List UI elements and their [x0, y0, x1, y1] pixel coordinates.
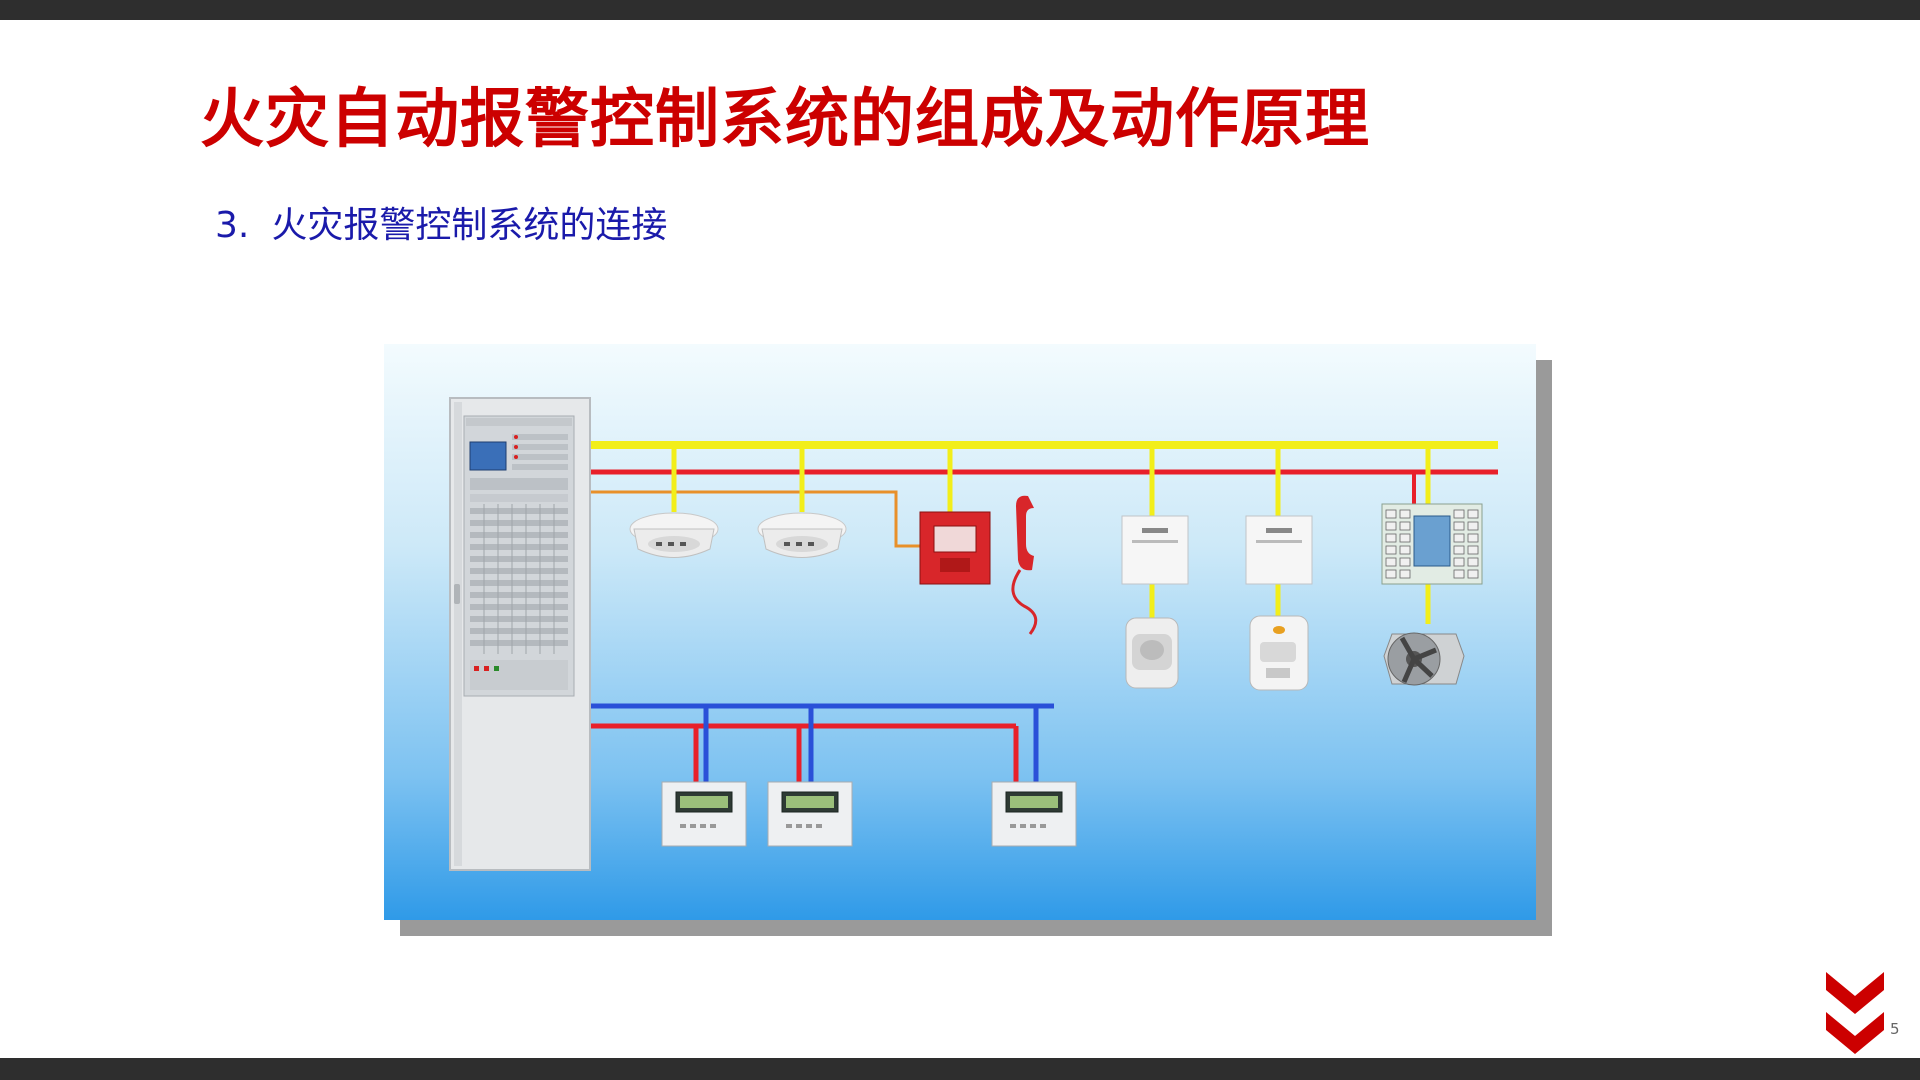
sounder-strobe	[1125, 617, 1179, 689]
repeater-panel-1	[661, 781, 747, 847]
smoke-detector-2	[757, 512, 847, 558]
axial-exhaust-fan	[1383, 632, 1465, 686]
page-number: 5	[1890, 1020, 1900, 1038]
control-module-1	[1121, 515, 1189, 585]
manual-call-point-phone	[919, 495, 1038, 635]
chevron-logo-icon	[1826, 972, 1884, 1054]
bus-lines	[590, 441, 1498, 782]
top-bar	[0, 0, 1920, 20]
subtitle-text: 火灾报警控制系统的连接	[271, 205, 668, 246]
relay-board	[1381, 503, 1483, 585]
bottom-bar	[0, 1058, 1920, 1080]
gas-detector	[1249, 615, 1309, 691]
connection-diagram	[384, 344, 1536, 920]
subtitle-number: 3.	[215, 205, 250, 246]
control-module-2	[1245, 515, 1313, 585]
smoke-detector-1	[629, 512, 719, 558]
orange-signal-line	[590, 490, 920, 548]
slide-subtitle: 3. 火灾报警控制系统的连接	[215, 196, 667, 248]
fire-alarm-control-cabinet	[449, 397, 591, 871]
repeater-panel-3	[991, 781, 1077, 847]
repeater-panel-2	[767, 781, 853, 847]
slide-title: 火灾自动报警控制系统的组成及动作原理	[200, 83, 1370, 157]
